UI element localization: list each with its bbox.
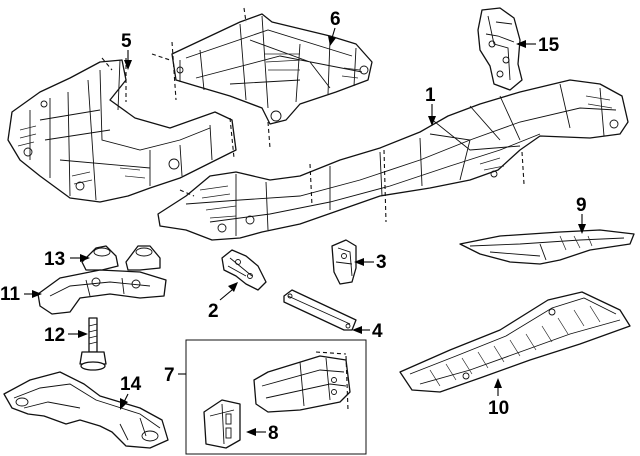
part-6-crossmember-frame [151, 7, 373, 149]
part-8-bracket [203, 399, 241, 449]
part-11-crossmember [37, 269, 167, 315]
callouts: 1 2 3 4 5 6 7 8 9 10 11 12 13 14 15 [0, 9, 587, 444]
part-12-bolt [79, 317, 107, 371]
leader-lines [24, 27, 586, 436]
part-3-bracket [331, 239, 357, 285]
part-2-bracket [221, 249, 267, 291]
part-7-group-box [185, 339, 367, 455]
callout-15: 15 [538, 35, 560, 56]
callout-14: 14 [120, 374, 142, 395]
callout-13: 13 [44, 249, 65, 270]
part-10-floor-pan [399, 291, 631, 393]
part-4-brace [283, 289, 357, 331]
callout-1: 1 [425, 85, 436, 106]
callout-9: 9 [576, 195, 587, 216]
callout-11: 11 [0, 284, 21, 305]
callout-7: 7 [164, 365, 175, 386]
callout-5: 5 [121, 31, 132, 52]
part-7-frame-horn [253, 351, 351, 413]
callout-4: 4 [372, 321, 383, 342]
callout-6: 6 [330, 9, 341, 30]
part-14-rear-crossmember [3, 371, 169, 449]
callout-10: 10 [488, 398, 509, 419]
callout-12: 12 [44, 325, 65, 346]
callout-8: 8 [268, 423, 279, 444]
callout-2: 2 [208, 301, 219, 322]
callout-3: 3 [376, 252, 387, 273]
part-9-shield [459, 229, 635, 265]
part-5-front-frame [7, 57, 237, 203]
part-1-main-frame [157, 79, 629, 241]
part-15-bracket [477, 7, 523, 91]
part-13-mounts [81, 245, 161, 271]
